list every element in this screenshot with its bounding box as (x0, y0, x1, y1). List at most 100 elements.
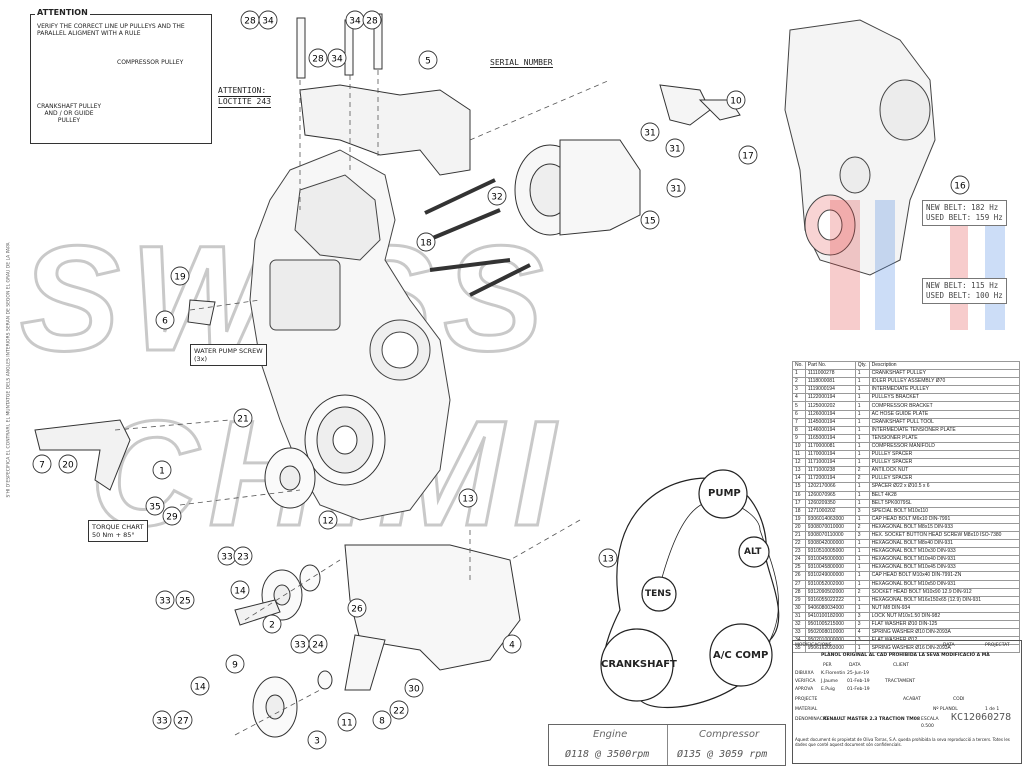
callout-circle (416, 232, 436, 252)
loctite-line-1: ATTENTION: (218, 86, 271, 97)
callout-number: 2 (269, 621, 275, 631)
callout-number: 15 (644, 217, 655, 227)
cell-description: INTERMEDIATE PULLEY (868, 385, 1021, 395)
callout-number: 11 (341, 719, 352, 729)
callout-circle (230, 580, 250, 600)
tb-denominacio: DENOMINACIÓ (795, 717, 828, 722)
callout-circle (152, 710, 172, 730)
callout-number: 24 (312, 641, 324, 651)
callout-number: 14 (194, 683, 206, 693)
callout-33: 33 (217, 546, 237, 566)
ec-divider (667, 725, 668, 765)
cell-no: 10 (792, 441, 806, 452)
tb-modifications: MODIFICACIONS (795, 643, 832, 648)
callout-circle (58, 454, 78, 474)
cell-description: PULLEYS BRACKET (868, 393, 1021, 403)
cell-no: 21 (792, 530, 806, 541)
callout-number: 19 (174, 273, 186, 283)
cell-part-no: 9306014063000 (804, 514, 856, 524)
callout-circle (170, 266, 190, 286)
callout-number: 33 (294, 641, 305, 651)
callout-circle (347, 598, 367, 618)
callout-28: 28 (240, 10, 260, 30)
callout-number: 32 (491, 193, 502, 203)
callout-number: 28 (312, 55, 324, 65)
used-belt-1: USED BELT: 159 Hz (926, 213, 1003, 222)
tb-project: PROJECTAT (985, 643, 1010, 648)
water-pump-line-2: (3x) (194, 355, 208, 363)
cell-no: 13 (792, 466, 806, 476)
callout-28: 28 (308, 48, 328, 68)
callout-35: 35 (145, 496, 165, 516)
torque-chart-note: TORQUE CHART 50 Nm + 85° (88, 520, 148, 542)
crankshaft-pulley-drawing (264, 394, 386, 509)
cell-part-no: 9310052002000 (804, 579, 856, 589)
callout-27: 27 (173, 710, 193, 730)
cell-part-no: 9312090502000 (804, 587, 856, 597)
callout-19: 19 (170, 266, 190, 286)
engine-value: Ø118 @ 3500rpm (565, 749, 650, 760)
callout-circle (598, 548, 618, 568)
compressor-drawing (514, 139, 641, 236)
callout-11: 11 (337, 712, 357, 732)
header-qty: Qty. (854, 360, 870, 371)
callout-circle (175, 590, 195, 610)
callout-circle (640, 210, 660, 230)
cell-qty: 1 (854, 498, 870, 508)
cell-qty: 1 (854, 571, 870, 581)
cell-part-no: 9501005215000 (804, 619, 856, 630)
callout-number: 34 (262, 17, 274, 27)
cell-description: HEX. SOCKET BUTTON HEAD SCREW M8x10 ISO-… (868, 530, 1021, 541)
callout-circle (389, 700, 409, 720)
cell-qty: 1 (854, 433, 870, 443)
cell-part-no: 9310045000000 (804, 555, 856, 565)
tb-warning: PLÀNOL ORIGINAL AL CAD PROHIBIDA LA SEVA… (821, 653, 990, 658)
cell-description: NUT M8 DIN-934 (868, 603, 1021, 613)
cell-part-no: 1165000194 (804, 433, 856, 443)
cell-qty: 1 (854, 490, 870, 500)
isometric-engine-view (784, 19, 936, 276)
cell-no: 4 (792, 393, 806, 403)
callout-number: 31 (644, 129, 655, 139)
cell-description: SPECIAL BOLT M10x110 (868, 506, 1021, 516)
cell-description: INTERMEDIATE TENSIONER PLATE (868, 425, 1021, 435)
callout-13: 13 (598, 548, 618, 568)
cell-qty: 1 (854, 514, 870, 524)
callout-number: 12 (322, 517, 333, 527)
cell-qty: 2 (854, 474, 870, 484)
tb-aprova: APROVA (795, 687, 814, 692)
callout-number: 33 (221, 553, 232, 563)
callout-31: 31 (665, 138, 685, 158)
cell-description: CRANKSHAFT PULL TOOL (868, 417, 1021, 427)
callout-number: 18 (420, 239, 432, 249)
cell-qty: 1 (854, 555, 870, 565)
cell-no: 3 (792, 385, 806, 395)
engine-timing-cover (249, 149, 451, 521)
tb-nom-planol: Nº PLANOL (933, 707, 958, 712)
cell-qty: 1 (854, 579, 870, 589)
callout-17: 17 (738, 145, 758, 165)
callout-5: 5 (418, 50, 438, 70)
water-pump-line-1: WATER PUMP SCREW (194, 347, 263, 355)
callout-circle (162, 506, 182, 526)
cell-no: 32 (792, 619, 806, 630)
cell-description: BELT 5PK0079SL (868, 498, 1021, 508)
cell-part-no: 1122000194 (804, 393, 856, 403)
cell-description: TENSIONER PLATE (868, 433, 1021, 443)
callout-circle (173, 710, 193, 730)
belt-frequency-1: NEW BELT: 182 Hz USED BELT: 159 Hz (922, 200, 1007, 226)
callout-number: 17 (742, 152, 753, 162)
cell-qty: 1 (854, 393, 870, 403)
callout-20: 20 (58, 454, 78, 474)
cell-description: HEXAGONAL BOLT M10x30 DIN-933 (868, 547, 1021, 557)
attention-title: ATTENTION (35, 8, 90, 17)
cell-no: 28 (792, 587, 806, 597)
header-description: Description (868, 360, 1021, 371)
